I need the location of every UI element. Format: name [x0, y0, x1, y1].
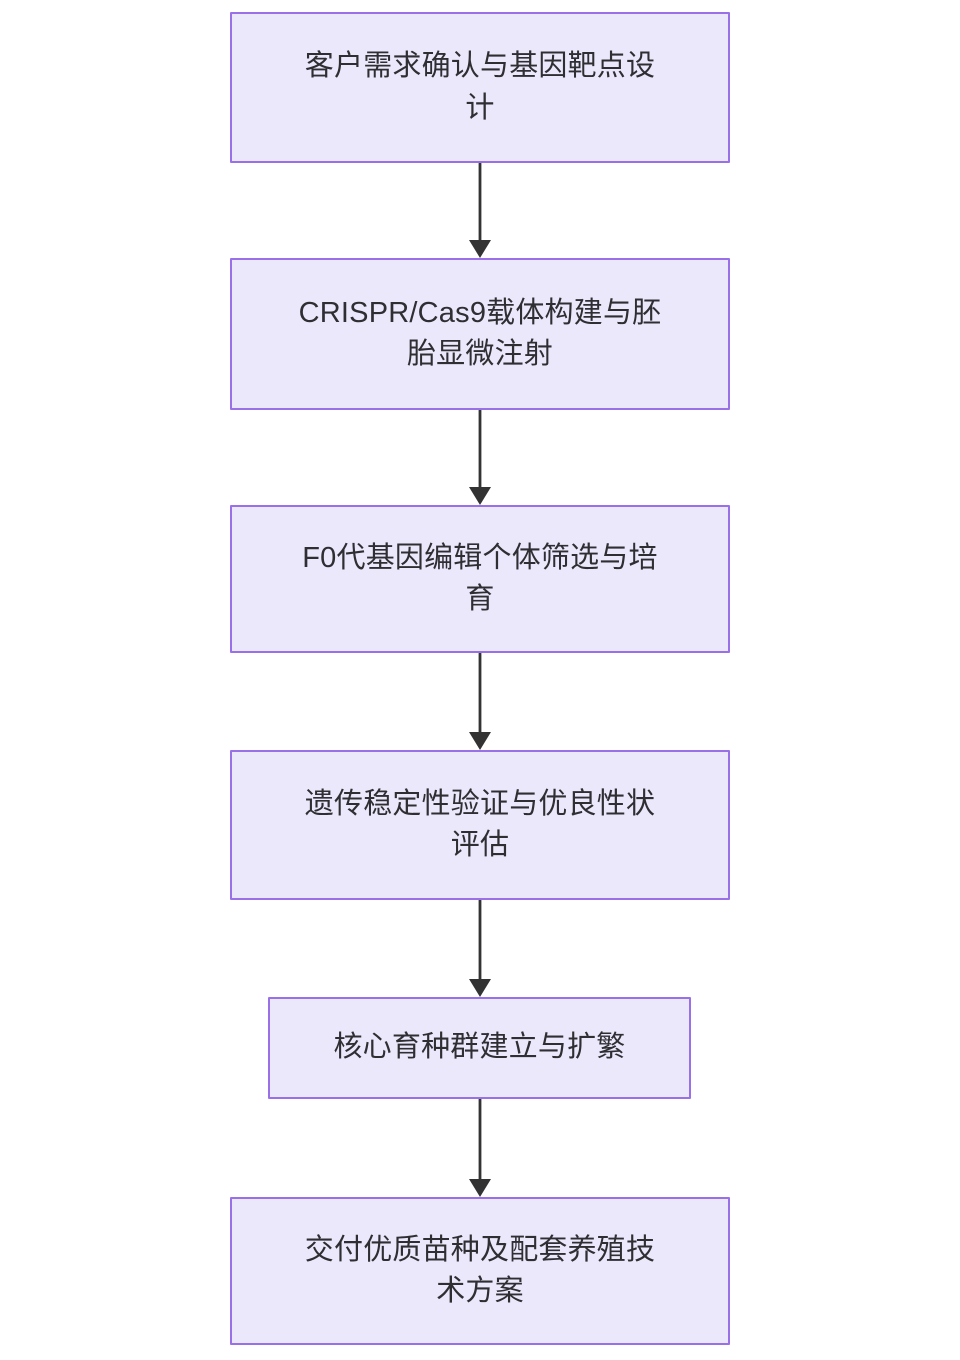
- flow-node-4-label: 遗传稳定性验证与优良性状评估: [304, 787, 656, 861]
- flow-node-2-label: CRISPR/Cas9载体构建与胚胎显微注射: [298, 296, 662, 370]
- flow-node-2[interactable]: CRISPR/Cas9载体构建与胚胎显微注射: [230, 258, 730, 410]
- flow-node-1[interactable]: 客户需求确认与基因靶点设计: [230, 12, 730, 163]
- flow-node-5[interactable]: 核心育种群建立与扩繁: [268, 997, 691, 1099]
- edge-n3-n4: [469, 653, 491, 750]
- flow-node-1-label: 客户需求确认与基因靶点设计: [304, 50, 656, 124]
- flow-node-3[interactable]: F0代基因编辑个体筛选与培育: [230, 505, 730, 653]
- flow-node-5-label: 核心育种群建立与扩繁: [333, 1031, 626, 1064]
- flow-node-6-label: 交付优质苗种及配套养殖技术方案: [304, 1233, 656, 1307]
- edge-n2-n3: [469, 410, 491, 505]
- edge-n1-n2: [469, 163, 491, 258]
- edge-n4-n5: [469, 900, 491, 997]
- flow-node-4[interactable]: 遗传稳定性验证与优良性状评估: [230, 750, 730, 900]
- flow-node-3-label: F0代基因编辑个体筛选与培育: [302, 541, 658, 615]
- flow-node-6[interactable]: 交付优质苗种及配套养殖技术方案: [230, 1197, 730, 1345]
- edge-n5-n6: [469, 1099, 491, 1197]
